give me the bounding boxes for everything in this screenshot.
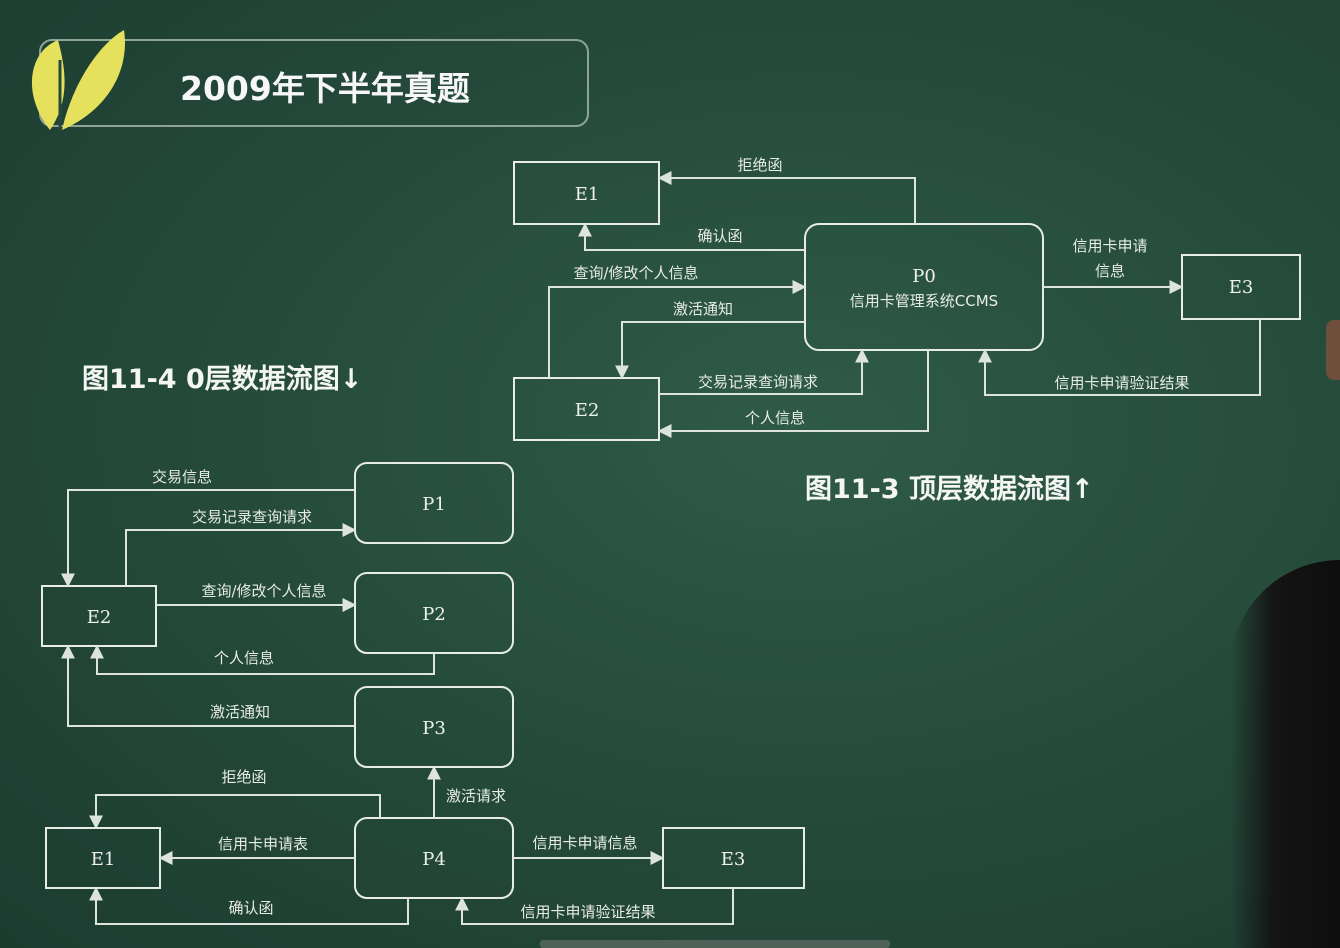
zero-p4-label: P4 xyxy=(422,849,446,870)
zero-edge-reject-label: 拒绝函 xyxy=(221,768,266,786)
zero-edge-verify xyxy=(455,888,734,925)
top-edge-apply-info-label-2: 信息 xyxy=(1095,262,1125,280)
top-edge-verify-label: 信用卡申请验证结果 xyxy=(1054,374,1189,392)
top-edge-activation xyxy=(615,321,805,380)
top-edge-tx-query-label: 交易记录查询请求 xyxy=(698,373,818,391)
top-e3-label: E3 xyxy=(1229,277,1254,298)
top-p0-id: P0 xyxy=(912,266,936,287)
top-p0-box xyxy=(804,223,1044,351)
top-edge-tx-query xyxy=(659,348,869,395)
top-edge-reject xyxy=(657,171,916,224)
zero-e3-label: E3 xyxy=(721,849,746,870)
zero-edge-tx-info-label: 交易信息 xyxy=(152,468,212,486)
zero-e1-label: E1 xyxy=(91,849,116,870)
zero-edge-act-request-label: 激活请求 xyxy=(446,787,506,805)
top-p0-name: 信用卡管理系统CCMS xyxy=(850,292,998,310)
zero-edge-apply-form-label: 信用卡申请表 xyxy=(218,835,308,853)
zero-edge-apply-info-label: 信用卡申请信息 xyxy=(532,834,637,852)
top-edge-activation-label: 激活通知 xyxy=(673,300,733,318)
top-e2-label: E2 xyxy=(575,400,600,421)
top-e1-label: E1 xyxy=(575,184,600,205)
zero-edge-activation xyxy=(61,644,355,727)
figure-top-level: E1 E2 E3 P0 信用卡管理系统CCMS 拒绝函 确认函 查询/修改个人信… xyxy=(513,156,1301,505)
top-edge-confirm xyxy=(578,222,805,251)
leaf-logo-icon xyxy=(31,30,125,130)
zero-p2-label: P2 xyxy=(422,604,446,625)
presenter-silhouette xyxy=(1230,560,1340,948)
zero-figure-caption: 图11-4 0层数据流图↓ xyxy=(82,364,362,395)
top-edge-reject-label: 拒绝函 xyxy=(737,156,782,174)
zero-p1-box xyxy=(354,462,514,544)
top-edge-confirm-label: 确认函 xyxy=(697,227,742,245)
figure-level-zero: 图11-4 0层数据流图↓ P1 P2 P3 P4 E2 E1 E3 交易信息 … xyxy=(41,364,805,925)
top-edge-query-modify-label: 查询/修改个人信息 xyxy=(573,264,698,282)
zero-edge-activation-label: 激活通知 xyxy=(210,703,270,721)
header: 2009年下半年真题 xyxy=(31,30,589,130)
zero-p3-label: P3 xyxy=(422,718,446,739)
top-edge-query-modify xyxy=(548,280,807,378)
zero-edge-personal xyxy=(90,644,435,675)
zero-edge-tx-info xyxy=(61,489,355,588)
top-edge-apply-info-label-1: 信用卡申请 xyxy=(1072,237,1147,255)
top-e2-box xyxy=(513,377,660,441)
zero-edge-query-modify-label: 查询/修改个人信息 xyxy=(201,582,326,600)
player-bar xyxy=(540,940,890,948)
top-edge-verify xyxy=(978,319,1261,396)
top-edge-personal-label: 个人信息 xyxy=(745,409,805,427)
presenter-hand xyxy=(1326,320,1340,380)
top-edge-personal xyxy=(657,350,929,438)
zero-edge-confirm xyxy=(89,886,409,925)
zero-p1-label: P1 xyxy=(422,494,446,515)
zero-edge-confirm-label: 确认函 xyxy=(228,899,273,917)
zero-edge-reject xyxy=(89,794,381,830)
zero-edge-personal-label: 个人信息 xyxy=(214,649,274,667)
zero-e2-label: E2 xyxy=(87,607,112,628)
top-figure-caption: 图11-3 顶层数据流图↑ xyxy=(805,474,1094,505)
zero-edge-tx-query xyxy=(125,523,357,586)
page-title: 2009年下半年真题 xyxy=(180,69,470,108)
zero-edge-verify-label: 信用卡申请验证结果 xyxy=(520,903,655,921)
zero-edge-tx-query-label: 交易记录查询请求 xyxy=(192,508,312,526)
